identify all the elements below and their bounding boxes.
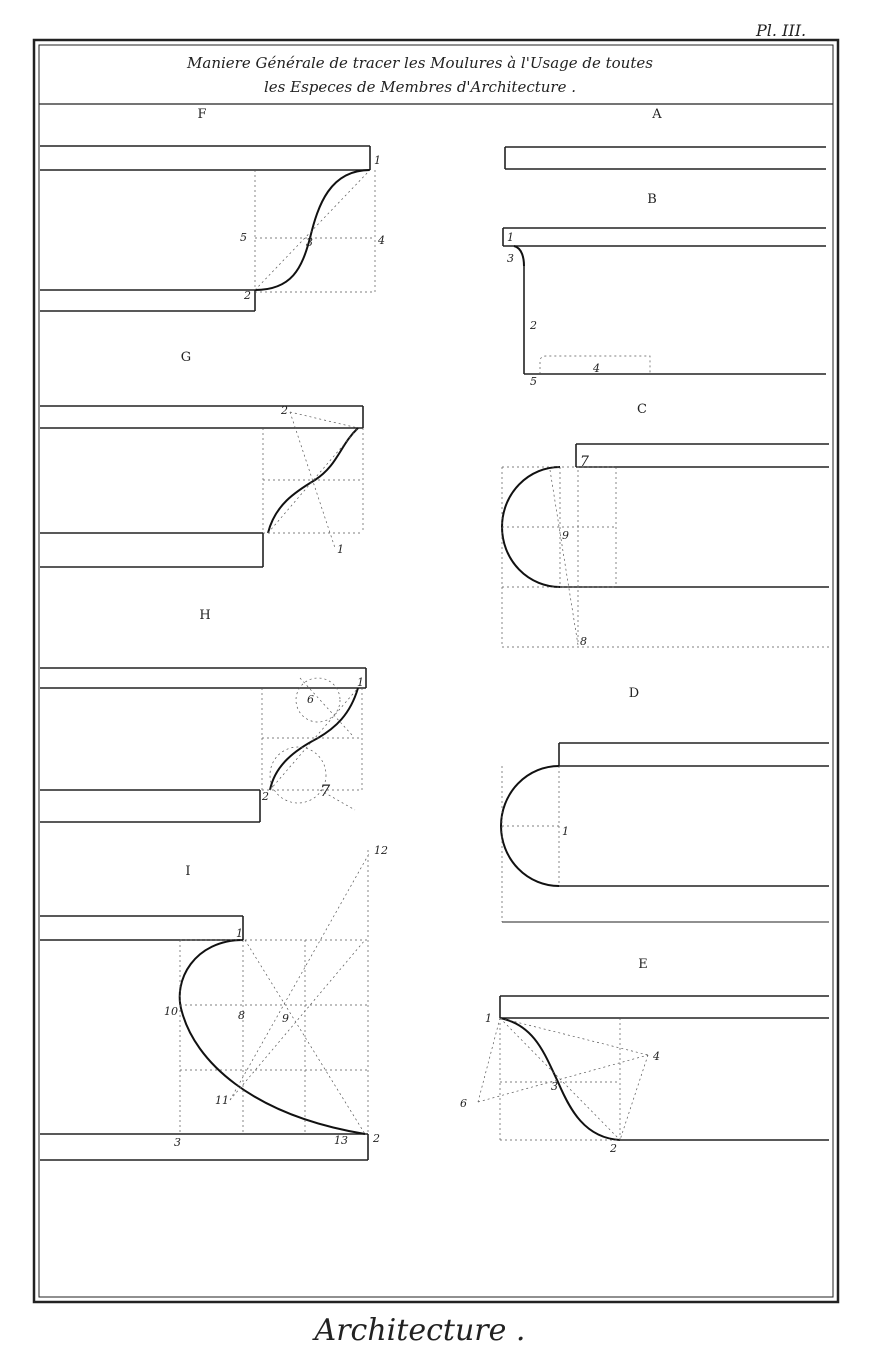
figure-f-point-3: 3	[306, 236, 313, 249]
figure-b-letter: B	[647, 192, 657, 207]
figure-e-point-1: 1	[485, 1012, 492, 1025]
figure-f-letter: F	[197, 107, 206, 122]
figure-e-point-6: 6	[460, 1097, 467, 1110]
figure-h-point-1: 1	[357, 676, 364, 689]
figure-i-point-12: 12	[374, 844, 388, 857]
figure-c-letter: C	[637, 402, 647, 417]
figure-h-letter: H	[199, 608, 210, 623]
figure-e-letter: E	[638, 957, 648, 972]
plate-number: Pl. III.	[755, 21, 806, 40]
figure-f-point-2: 2	[243, 289, 251, 302]
figure-c-point-7: 7	[580, 454, 589, 470]
figure-f-point-5: 5	[240, 231, 247, 244]
figure-d-letter: D	[629, 686, 639, 701]
figure-g-point-2: 2	[280, 404, 288, 417]
figure-i-point-3: 3	[174, 1136, 181, 1149]
figure-b-point-1: 1	[507, 231, 514, 244]
figure-i-point-2: 2	[372, 1132, 380, 1145]
figure-d: D 1	[500, 686, 829, 923]
figure-e: E 1 2 3 4 6	[460, 957, 829, 1155]
footer-title: Architecture .	[312, 1313, 526, 1348]
figure-i-point-10: 10	[164, 1005, 178, 1018]
figure-f: F 1 2 3 4 5	[40, 107, 385, 312]
figure-d-point-1: 1	[562, 825, 569, 838]
figure-e-point-3: 3	[551, 1080, 558, 1093]
figure-b-point-3: 3	[507, 252, 514, 265]
figure-a-letter: A	[651, 107, 662, 122]
figure-i-letter: I	[185, 864, 190, 879]
figure-g-letter: G	[181, 350, 191, 365]
figure-e-point-4: 4	[652, 1050, 660, 1063]
figure-a: A	[504, 107, 826, 170]
figure-b: B 1 2 3 4 5	[502, 192, 826, 388]
figure-c-point-9: 9	[562, 529, 569, 542]
inner-frame	[38, 44, 834, 1298]
figure-h-point-6: 6	[307, 693, 314, 706]
figure-b-point-5: 5	[530, 375, 537, 388]
figure-f-point-4: 4	[377, 234, 385, 247]
title-line-1: Maniere Générale de tracer les Moulures …	[186, 54, 653, 72]
figure-h: H 1 2 6 7	[40, 608, 367, 823]
figure-i-point-11: 11	[215, 1094, 229, 1107]
figure-i-point-13: 13	[334, 1134, 348, 1147]
figure-i-point-1: 1	[236, 927, 243, 940]
figure-h-point-7: 7	[320, 781, 331, 800]
figure-g: G 1 2	[40, 350, 364, 568]
figure-b-point-4: 4	[592, 362, 600, 375]
figure-e-point-2: 2	[609, 1142, 617, 1155]
figure-c-point-8: 8	[580, 635, 587, 648]
title-line-2: les Especes de Membres d'Architecture .	[264, 78, 576, 96]
figure-i: I 1 2 3 8 9 10 11 12 13	[40, 844, 388, 1161]
figure-i-point-8: 8	[238, 1009, 245, 1022]
figure-f-point-1: 1	[374, 154, 381, 167]
figure-g-point-1: 1	[337, 543, 344, 556]
outer-frame	[32, 38, 840, 1304]
figure-h-point-2: 2	[261, 790, 269, 803]
figure-i-point-9: 9	[282, 1012, 289, 1025]
figure-c: C 7 8 9	[501, 402, 829, 648]
figure-b-point-2: 2	[529, 319, 537, 332]
